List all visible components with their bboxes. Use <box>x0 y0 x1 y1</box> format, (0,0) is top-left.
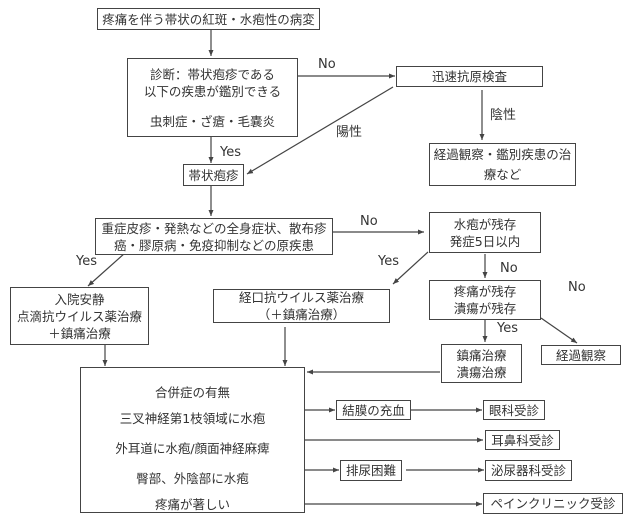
node-severity-check: 重症皮疹・発熱などの全身症状、散布疹 癌・膠原病・免疫抑制などの原疾患 <box>95 218 333 255</box>
node-text: 癌・膠原病・免疫抑制などの原疾患 <box>113 237 314 253</box>
node-text: 経過観察 <box>555 347 606 363</box>
edge-label-negative: 陰性 <box>490 108 517 123</box>
edge-label-diagnosis-yes: Yes <box>220 145 241 160</box>
node-text: 合併症の有無 <box>154 385 230 400</box>
node-text: （＋鎮痛治療） <box>257 307 346 322</box>
node-text: 疼痛が残存 <box>453 284 517 299</box>
node-text: 発症5日以内 <box>449 233 521 249</box>
edge-label-pain-no: No <box>568 280 586 295</box>
node-pain-clinic: ペインクリニック受診 <box>483 493 623 514</box>
node-text: 入院安静 <box>54 291 105 307</box>
node-ent: 耳鼻科受診 <box>485 430 560 450</box>
node-text: 疼痛を伴う帯状の紅斑・水疱性の病変 <box>102 11 315 27</box>
node-blister-remains: 水疱が残存 発症5日以内 <box>429 212 541 253</box>
edge-label-pain-yes: Yes <box>497 321 518 336</box>
node-text: 結膜の充血 <box>342 402 405 418</box>
node-text: ペインクリニック受診 <box>490 496 616 511</box>
node-text: 以下の疾患が鑑別できる <box>143 83 282 99</box>
node-text: 泌尿器科受診 <box>490 463 566 478</box>
edge-label-blister-no: No <box>500 261 518 276</box>
node-text: 重症皮疹・発熱などの全身症状、散布疹 <box>101 220 327 236</box>
node-ophthalmology: 眼科受診 <box>483 400 545 420</box>
edge-label-blister-yes: Yes <box>378 254 399 269</box>
node-text: 虫刺症・ざ瘡・毛嚢炎 <box>149 113 275 129</box>
edge-rapid-test-to-herpes-zoster <box>246 86 394 175</box>
node-herpes-zoster: 帯状疱疹 <box>183 164 244 186</box>
node-analgesic-ulcer-treatment: 鎮痛治療 潰瘍治療 <box>441 344 522 383</box>
node-observation: 経過観察 <box>541 345 621 365</box>
edge-label-severity-yes: Yes <box>76 254 97 269</box>
node-observe-differential: 経過観察・鑑別疾患の治 療など <box>429 143 576 186</box>
edge-pain-to-observe <box>540 317 578 344</box>
node-text: 水疱が残存 <box>453 216 517 232</box>
node-pain-ulcer-remains: 疼痛が残存 潰瘍が残存 <box>429 280 541 320</box>
node-text: 帯状疱疹 <box>188 167 239 183</box>
node-text: 療など <box>483 166 522 182</box>
node-oral-antiviral: 経口抗ウイルス薬治療 （＋鎮痛治療） <box>213 289 390 323</box>
node-dysuria: 排尿困難 <box>340 460 402 481</box>
node-rapid-antigen-test: 迅速抗原検査 <box>396 66 543 87</box>
edge-blister-to-oral-antiviral <box>392 251 429 285</box>
node-text: 外耳道に水疱/顔面神経麻痺 <box>115 441 270 456</box>
node-diagnosis: 診断：帯状疱疹である 以下の疾患が鑑別できる 虫刺症・ざ瘡・毛嚢炎 <box>127 58 298 137</box>
edge-severity-to-hospitalize <box>87 252 126 287</box>
node-text: 耳鼻科受診 <box>491 432 554 448</box>
node-conjunctival-hyperemia: 結膜の充血 <box>336 400 411 420</box>
node-complications: 合併症の有無 三叉神経第1枝領域に水疱 外耳道に水疱/顔面神経麻痺 臀部、外陰部… <box>80 367 305 513</box>
node-text: 経口抗ウイルス薬治療 <box>238 290 364 305</box>
node-text: 潰瘍が残存 <box>453 301 517 316</box>
edge-label-positive: 陽性 <box>336 125 363 140</box>
node-urology: 泌尿器科受診 <box>485 460 572 481</box>
node-start: 疼痛を伴う帯状の紅斑・水疱性の病変 <box>97 8 320 30</box>
node-text: 潰瘍治療 <box>456 364 507 380</box>
node-text: 疼痛が著しい <box>154 497 230 512</box>
node-text: 三叉神経第1枝領域に水疱 <box>119 411 266 426</box>
node-text: 診断：帯状疱疹である <box>150 66 275 82</box>
node-text: 臀部、外陰部に水疱 <box>136 471 249 486</box>
node-text: 迅速抗原検査 <box>431 69 507 84</box>
node-text: 経過観察・鑑別疾患の治 <box>433 146 572 162</box>
node-text: 点滴抗ウイルス薬治療 <box>16 308 142 324</box>
node-text: 排尿困難 <box>345 463 396 478</box>
node-text: 鎮痛治療 <box>456 347 507 363</box>
node-text: 眼科受診 <box>488 402 539 418</box>
edge-label-diagnosis-no: No <box>318 57 336 72</box>
edge-label-severity-no: No <box>360 214 378 229</box>
node-hospitalization: 入院安静 点滴抗ウイルス薬治療 ＋鎮痛治療 <box>10 287 149 345</box>
node-text: ＋鎮痛治療 <box>48 325 111 341</box>
